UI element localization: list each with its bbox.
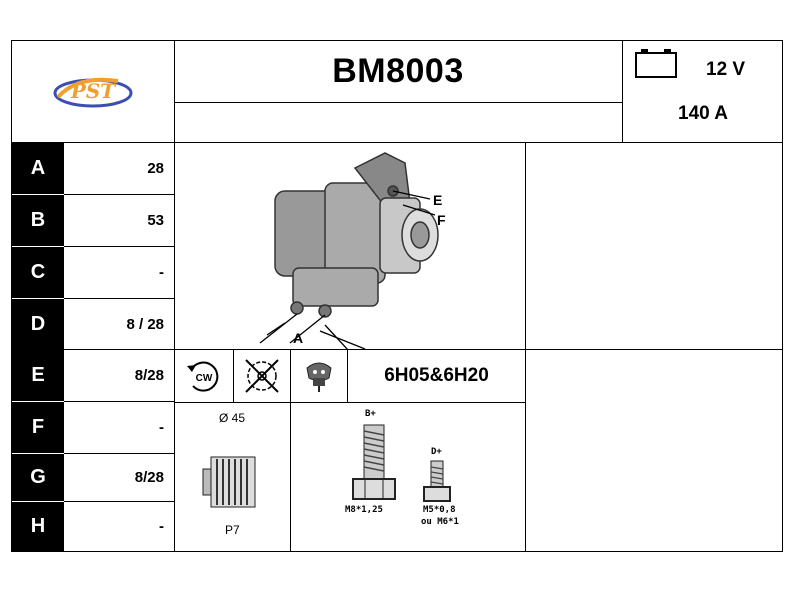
dim-value-h: - bbox=[159, 518, 164, 535]
alternator-drawing: E F A B D bbox=[259, 152, 446, 349]
logo-text: PST bbox=[70, 79, 117, 103]
spec-sheet: PST BM8003 12 V 140 A A B C D E F G H 28… bbox=[11, 40, 783, 552]
grid-line bbox=[64, 453, 174, 454]
grid-line bbox=[347, 349, 348, 402]
dim-value-b: 53 bbox=[147, 212, 164, 229]
brand-logo: PST bbox=[53, 77, 133, 107]
pulley-icon bbox=[202, 456, 256, 508]
grid-line bbox=[290, 402, 291, 551]
dim-value-g: 8/28 bbox=[134, 469, 164, 486]
b-plus-bolt-icon bbox=[352, 424, 396, 500]
pulley-diameter: Ø 45 bbox=[219, 411, 246, 425]
drawing-label-a: A bbox=[293, 330, 303, 346]
grid-line bbox=[525, 142, 526, 551]
dim-value-a: 28 bbox=[147, 160, 164, 177]
dim-letter-g: G bbox=[12, 454, 64, 501]
fan-cell bbox=[234, 350, 290, 402]
grid-line bbox=[174, 402, 525, 403]
part-number: BM8003 bbox=[332, 52, 464, 90]
grid-line bbox=[12, 142, 782, 143]
dim-value-c: - bbox=[159, 264, 164, 281]
grid-line bbox=[64, 501, 174, 502]
d-plus-label: D+ bbox=[431, 447, 442, 457]
dim-letter-b: B bbox=[12, 195, 64, 246]
dim-letter-e: E bbox=[12, 350, 64, 401]
drawing-label-f: F bbox=[437, 212, 446, 228]
clockwise-rotation-icon: CW bbox=[187, 361, 219, 392]
dim-letter-f: F bbox=[12, 402, 64, 453]
grid-line bbox=[64, 401, 174, 402]
voltage-value: 12 V bbox=[706, 59, 746, 80]
rotation-cell: CW bbox=[175, 350, 233, 402]
grid-line bbox=[64, 349, 174, 350]
grid-line bbox=[64, 194, 174, 195]
pulley-cell: Ø 45 P7 bbox=[175, 403, 290, 551]
dim-letter-a: A bbox=[12, 143, 64, 194]
battery-icon bbox=[635, 49, 677, 78]
terminals-cell: B+ M8*1,25 D+ M5*0,8 ou M6*1 bbox=[291, 403, 525, 551]
grid-line bbox=[64, 246, 174, 247]
d-plus-thread-2: ou M6*1 bbox=[421, 517, 459, 527]
grid-line bbox=[64, 298, 174, 299]
b-plus-label: B+ bbox=[365, 409, 376, 419]
drawing-label-e: E bbox=[433, 192, 442, 208]
regulator-code: 6H05&6H20 bbox=[384, 365, 489, 386]
logo-cell: PST bbox=[12, 41, 174, 142]
d-plus-bolt-icon bbox=[423, 460, 451, 502]
grid-line bbox=[174, 102, 622, 103]
current-value: 140 A bbox=[678, 103, 728, 124]
dim-value-e: 8/28 bbox=[134, 367, 164, 384]
b-plus-thread: M8*1,25 bbox=[345, 505, 383, 515]
grid-line bbox=[290, 349, 291, 402]
grid-line bbox=[622, 41, 623, 142]
dim-letter-c: C bbox=[12, 247, 64, 298]
dim-value-d: 8 / 28 bbox=[126, 316, 164, 333]
regulator-icon bbox=[306, 362, 332, 392]
dim-value-f: - bbox=[159, 419, 164, 436]
no-fan-icon bbox=[245, 359, 279, 393]
grid-line bbox=[233, 349, 234, 402]
pulley-type: P7 bbox=[225, 523, 240, 537]
dim-letter-h: H bbox=[12, 502, 64, 551]
rotation-label: CW bbox=[196, 373, 213, 384]
dim-letter-d: D bbox=[12, 299, 64, 350]
regulator-cell bbox=[291, 350, 347, 402]
grid-line bbox=[174, 349, 782, 350]
d-plus-thread-1: M5*0,8 bbox=[423, 505, 456, 515]
electrical-spec-cell: 12 V 140 A bbox=[622, 41, 782, 142]
grid-line bbox=[174, 41, 175, 551]
